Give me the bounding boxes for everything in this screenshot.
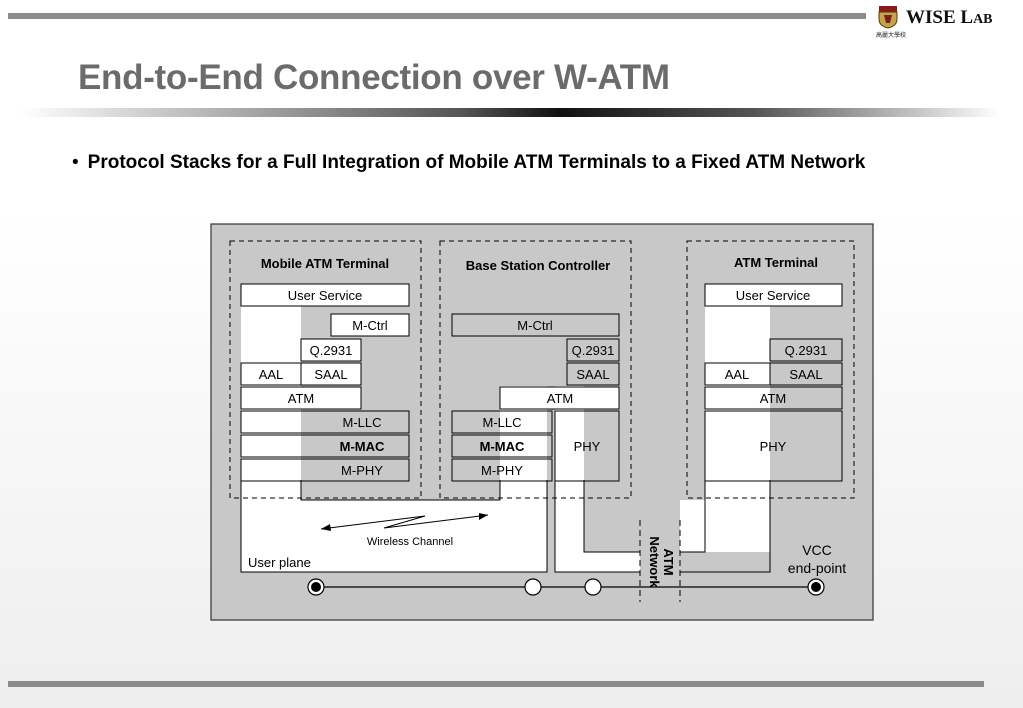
user-plane-term-outline-2 [680,480,771,573]
bsc-saal-box [566,362,620,386]
logo-brand-main: WISE L [906,7,974,28]
terminal-aal-label: AAL [725,367,750,382]
vcc-endpoint-right [807,578,825,596]
bsc-mmac-box [451,434,553,458]
mobile-saal-label: SAAL [314,367,347,382]
mobile-saal-box [300,362,362,386]
bullet-dot-icon: • [72,152,79,173]
mobile-mctrl-label: M-Ctrl [352,318,387,333]
mobile-user-service-label: User Service [288,288,362,303]
user-plane-net-link [555,552,640,572]
mobile-mllc-box [240,410,410,434]
base-station-group [439,240,632,499]
terminal-atm-box [704,386,843,410]
mobile-mctrl-box [330,313,410,337]
bullet-point: • Protocol Stacks for a Full Integration … [72,152,865,174]
vcc-label-line2: end-point [788,560,846,576]
user-plane-column-bsc [500,386,547,572]
switch-node-2 [584,578,602,596]
terminal-saal-box [769,362,843,386]
terminal-user-service-label: User Service [736,288,810,303]
logo-brand: WISE LAB [906,7,993,29]
user-plane-label: User plane [248,555,311,570]
mobile-atm-box [240,386,362,410]
vcc-endpoint-left [307,578,325,596]
terminal-user-service-box [704,283,843,307]
bsc-atm-box [499,386,620,410]
logo-brand-small: AB [973,12,993,27]
university-crest-icon [878,6,898,29]
atm-network-label: ATM Network [647,536,676,588]
terminal-stack: User Service Q.2931 AAL SAAL ATM PHY [704,283,843,482]
wireless-zigzag [320,514,489,530]
mobile-user-service-box [240,283,410,307]
mobile-stack: User Service M-Ctrl Q.2931 AAL SAAL ATM … [240,283,410,482]
logo-university-name: 高麗大學校 [876,33,907,39]
mobile-q2931-label: Q.2931 [310,343,353,358]
bsc-mctrl-box [451,313,620,337]
mobile-mphy-box [240,458,410,482]
bottom-rule [8,681,984,687]
user-plane-outline [240,480,548,573]
wireless-channel: Wireless Channel [320,513,489,548]
atm-terminal-title: ATM Terminal [734,255,818,270]
terminal-phy-box [704,410,843,482]
bsc-mllc-box [451,410,553,434]
wireless-channel-label: Wireless Channel [367,536,453,548]
bsc-phy-label: PHY [574,439,601,454]
base-station-title: Base Station Controller [466,258,610,273]
bsc-saal-label: SAAL [576,367,609,382]
bsc-mctrl-label: M-Ctrl [517,318,552,333]
mobile-terminal-title: Mobile ATM Terminal [261,256,389,271]
bullet-text: Protocol Stacks for a Full Integration o… [87,152,866,173]
mobile-atm-label: ATM [288,391,314,406]
bsc-q2931-box [566,338,620,362]
user-plane-terminal-link [680,500,770,552]
bsc-mphy-label: M-PHY [481,463,523,478]
terminal-atm-label: ATM [760,391,786,406]
title-underline [20,108,1000,117]
atm-terminal-group [686,240,855,499]
bsc-stack: M-Ctrl Q.2931 SAAL ATM M-LLC M-MAC M-PHY… [451,313,620,482]
user-plane-net-outline-2 [583,480,640,553]
mobile-mmac-box [240,434,410,458]
bsc-mllc-label: M-LLC [482,415,521,430]
wireless-arrowhead-right [479,513,488,520]
user-plane-term-outline [680,480,706,553]
mobile-mmac-label: M-MAC [340,439,385,454]
bsc-atm-label: ATM [547,391,573,406]
atm-network-label-line1: ATM [661,548,676,575]
slide-title: End-to-End Connection over W-ATM [78,58,670,97]
mobile-mphy-label: M-PHY [341,463,383,478]
atm-network-label-line2: Network [647,536,662,588]
switch-node-1 [524,578,542,596]
mobile-mllc-label: M-LLC [342,415,381,430]
top-rule [8,13,866,19]
user-plane-base [241,500,547,572]
bsc-mmac-label: M-MAC [480,439,525,454]
terminal-q2931-label: Q.2931 [785,343,828,358]
user-plane-inner-outline [300,480,501,501]
vcc-label-line1: VCC [802,542,832,558]
terminal-phy-label: PHY [760,439,787,454]
mobile-aal-label: AAL [259,367,284,382]
bsc-mphy-box [451,458,553,482]
wireless-arrowhead-left [321,524,331,531]
mobile-q2931-box [300,338,362,362]
bsc-phy-box [554,410,620,482]
terminal-q2931-box [769,338,843,362]
user-plane-net-outline [554,480,640,573]
bsc-q2931-label: Q.2931 [572,343,615,358]
wise-lab-logo: WISE LAB 高麗大學校 [876,3,1016,39]
terminal-saal-label: SAAL [789,367,822,382]
mobile-terminal-group [229,240,422,499]
user-plane-column-bsc-right [555,386,584,572]
